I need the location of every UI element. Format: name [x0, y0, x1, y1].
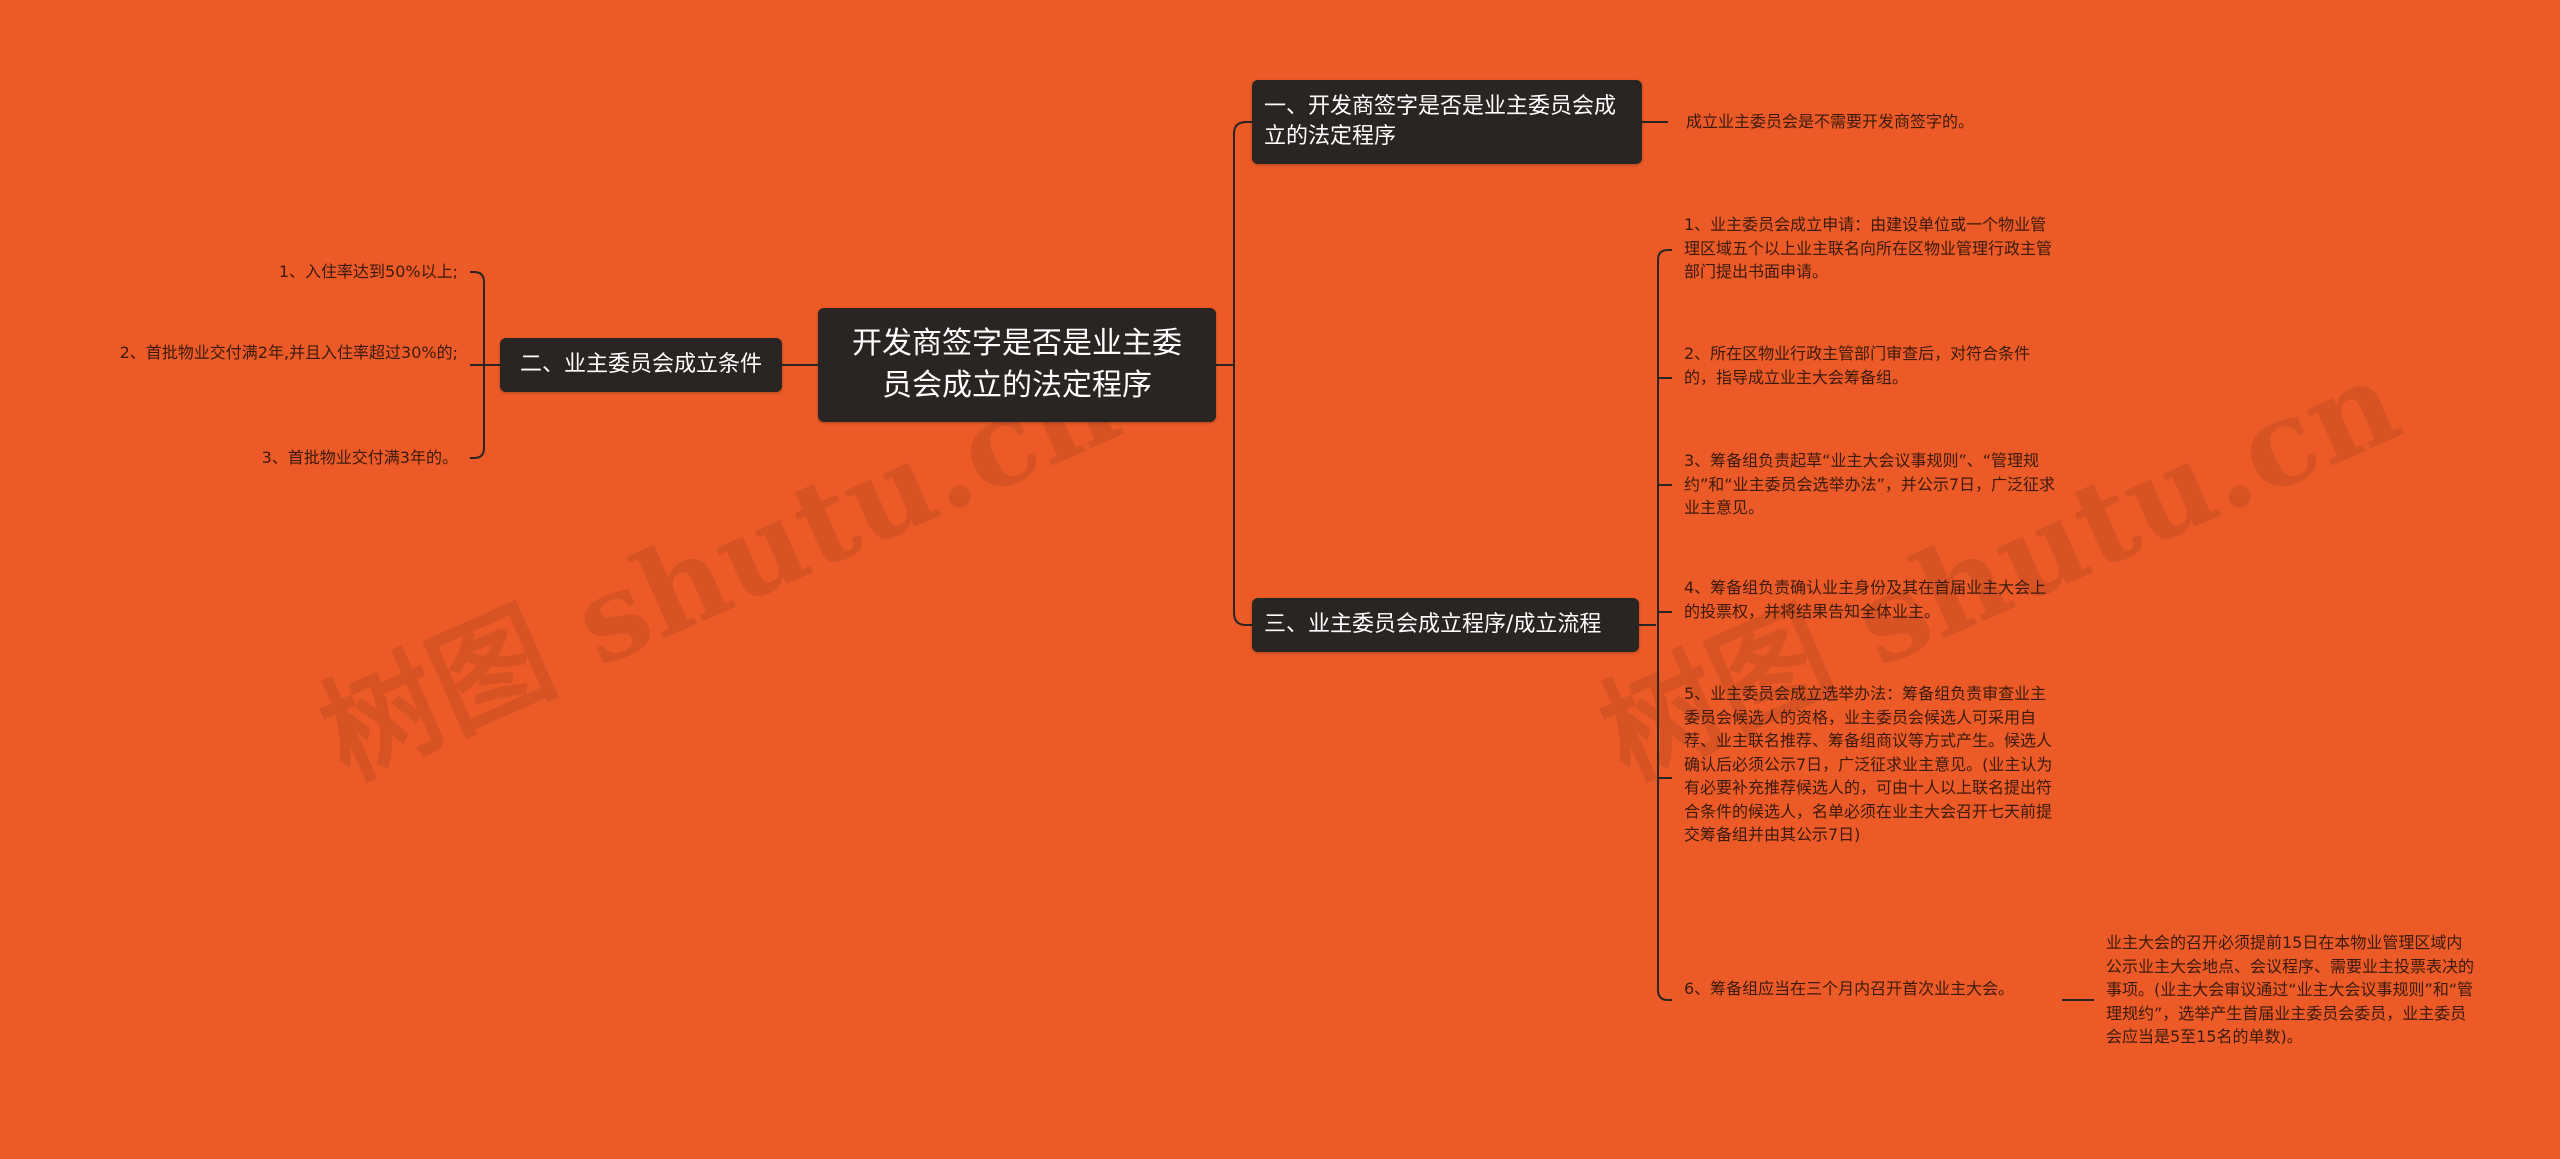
branch2-leaf-1: 1、入住率达到50%以上;	[278, 262, 458, 281]
branch-label: 二、业主委员会成立条件	[519, 352, 762, 377]
branch-node-2[interactable]: 二、业主委员会成立条件	[500, 338, 782, 392]
root-title: 开发商签字是否是业主委员会成立的法定程序	[852, 326, 1182, 403]
branch-node-1[interactable]: 一、开发商签字是否是业主委员会成立的法定程序	[1252, 80, 1642, 164]
branch3-leaf-6: 6、筹备组应当在三个月内召开首次业主大会。	[1684, 979, 2015, 998]
branch3-leaf-4: 4、筹备组负责确认业主身份及其在首届业主大会上的投票权，并将结果告知全体业主。	[1684, 578, 2047, 621]
branch-label: 三、业主委员会成立程序/成立流程	[1264, 612, 1602, 637]
connector-branch3-bracket	[1657, 249, 1672, 1001]
branch3-leaf-6-detail: 业主大会的召开必须提前15日在本物业管理区域内公示业主大会地点、会议程序、需要业…	[2106, 933, 2475, 1046]
branch2-leaf-3: 3、首批物业交付满3年的。	[261, 448, 458, 467]
branch-label: 一、开发商签字是否是业主委员会成立的法定程序	[1264, 94, 1617, 149]
branch-node-3[interactable]: 三、业主委员会成立程序/成立流程	[1252, 598, 1639, 652]
branch3-leaf-5: 5、业主委员会成立选举办法：筹备组负责审查业主委员会候选人的资格，业主委员会候选…	[1684, 684, 2053, 844]
branch1-leaf-1: 成立业主委员会是不需要开发商签字的。	[1686, 112, 1975, 131]
branch3-leaf-2: 2、所在区物业行政主管部门审查后，对符合条件的，指导成立业主大会筹备组。	[1684, 344, 2031, 387]
connector-right-spine	[1233, 121, 1252, 626]
branch3-leaf-1: 1、业主委员会成立申请：由建设单位或一个物业管理区域五个以上业主联名向所在区物业…	[1684, 215, 2053, 281]
branch3-leaf-3: 3、筹备组负责起草“业主大会议事规则”、“管理规约”和“业主委员会选举办法”，并…	[1684, 451, 2056, 517]
root-node[interactable]: 开发商签字是否是业主委员会成立的法定程序	[818, 308, 1216, 422]
branch2-leaf-2: 2、首批物业交付满2年,并且入住率超过30%的;	[119, 343, 458, 362]
